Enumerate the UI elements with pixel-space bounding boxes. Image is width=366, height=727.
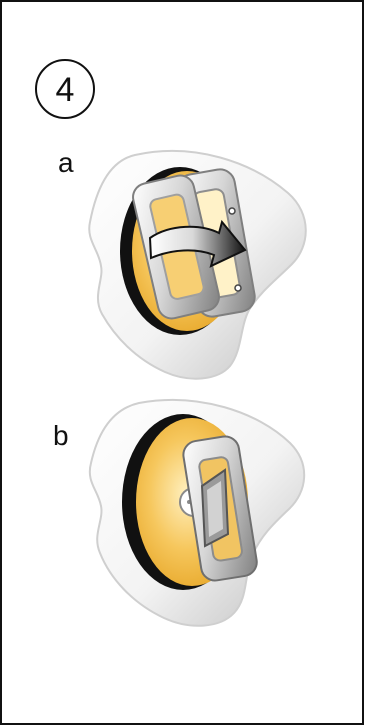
step-number-circle: 4: [35, 59, 95, 119]
substep-label-b: b: [53, 421, 69, 451]
substep-label-a: a: [58, 148, 74, 178]
step-number: 4: [37, 70, 93, 110]
